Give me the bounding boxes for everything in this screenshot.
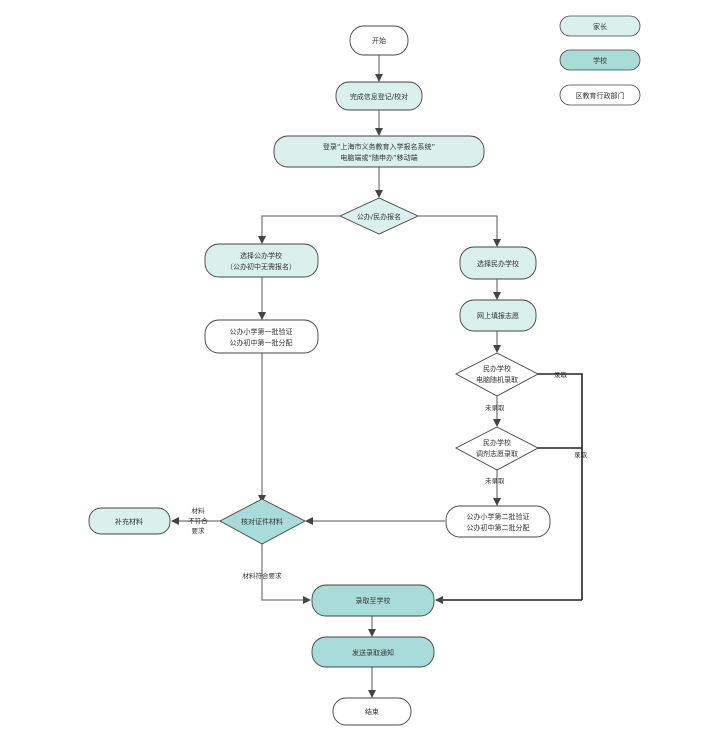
legend-parent-label: 家长 [593, 22, 607, 31]
node-public-verify-label-2: 公办初中第一批分配 [230, 338, 293, 347]
connectors [171, 55, 583, 698]
edge-label-not-admitted-2: 未录取 [485, 476, 505, 485]
node-choose-public-label-1: 选择公办学校 [240, 251, 282, 260]
node-check-materials: 核对证件材料 [219, 498, 306, 545]
legend-school-label: 学校 [593, 56, 607, 65]
node-lottery-label-1: 民办学校 [483, 364, 511, 373]
node-register-label: 完成信息登记/校对 [350, 92, 408, 101]
node-public-private: 公办/民办报名 [338, 197, 420, 235]
node-choose-public: 选择公办学校 （公办初中无需报名） [204, 243, 319, 278]
node-second-verify: 公办小学第二批验证 公办初中第二批分配 [445, 505, 551, 538]
node-choose-private: 选择民办学校 [459, 246, 537, 280]
node-end: 结束 [332, 697, 412, 726]
node-intention-label-2: 调剂志愿录取 [476, 449, 518, 458]
legend-district-label: 区教育行政部门 [576, 91, 625, 100]
node-public-verify-label-1: 公办小学第一批验证 [230, 327, 293, 336]
legend-district-swatch [559, 84, 641, 106]
edge-label-materials-bad-2: 不符合 [188, 516, 208, 525]
node-supplement-label: 补充材料 [115, 517, 143, 526]
node-intention: 民办学校 调剂志愿录取 [455, 426, 539, 471]
node-start: 开始 [349, 25, 409, 56]
node-check-materials-label: 核对证件材料 [241, 517, 283, 526]
node-second-verify-label-2: 公办初中第二批分配 [467, 523, 530, 532]
node-login: 登录“上海市义务教育入学报名系统” 电脑端或“随申办”移动端 [273, 135, 485, 168]
node-register: 完成信息登记/校对 [335, 81, 423, 111]
node-start-label: 开始 [372, 36, 386, 45]
node-supplement: 补充材料 [88, 507, 171, 535]
node-lottery: 民办学校 电脑随机录取 [455, 352, 539, 397]
node-choose-public-label-2: （公办初中无需报名） [226, 262, 296, 271]
node-intention-label-1: 民办学校 [483, 438, 511, 447]
edge-label-admitted-1: 录取 [554, 371, 568, 379]
node-online-fill: 网上填报志愿 [459, 299, 537, 332]
node-second-verify-label-1: 公办小学第二批验证 [467, 512, 530, 521]
edge-label-materials-bad-1: 材料 [192, 506, 206, 515]
node-end-label: 结束 [365, 707, 379, 716]
node-choose-private-label: 选择民办学校 [477, 259, 519, 268]
legend-school-swatch [559, 49, 641, 71]
node-public-verify: 公办小学第一批验证 公办初中第一批分配 [204, 319, 319, 354]
node-notify: 发送录取通知 [311, 636, 435, 668]
node-login-label-1: 登录“上海市义务教育入学报名系统” [323, 142, 435, 151]
node-lottery-label-2: 电脑随机录取 [476, 375, 518, 384]
node-login-label-2: 电脑端或“随申办”移动端 [340, 153, 417, 162]
legend-parent-swatch [559, 15, 641, 37]
edge-label-not-admitted-1: 未录取 [485, 403, 505, 412]
node-online-fill-label: 网上填报志愿 [477, 311, 519, 320]
node-admitted: 录取至学校 [311, 584, 435, 617]
edge-label-materials-ok: 材料符合要求 [243, 571, 283, 580]
edge-label-admitted-2: 录取 [574, 451, 588, 459]
node-public-private-label: 公办/民办报名 [357, 212, 401, 221]
node-notify-label: 发送录取通知 [352, 648, 394, 657]
node-admitted-label: 录取至学校 [356, 596, 391, 605]
edge-label-materials-bad-3: 要求 [192, 526, 206, 535]
